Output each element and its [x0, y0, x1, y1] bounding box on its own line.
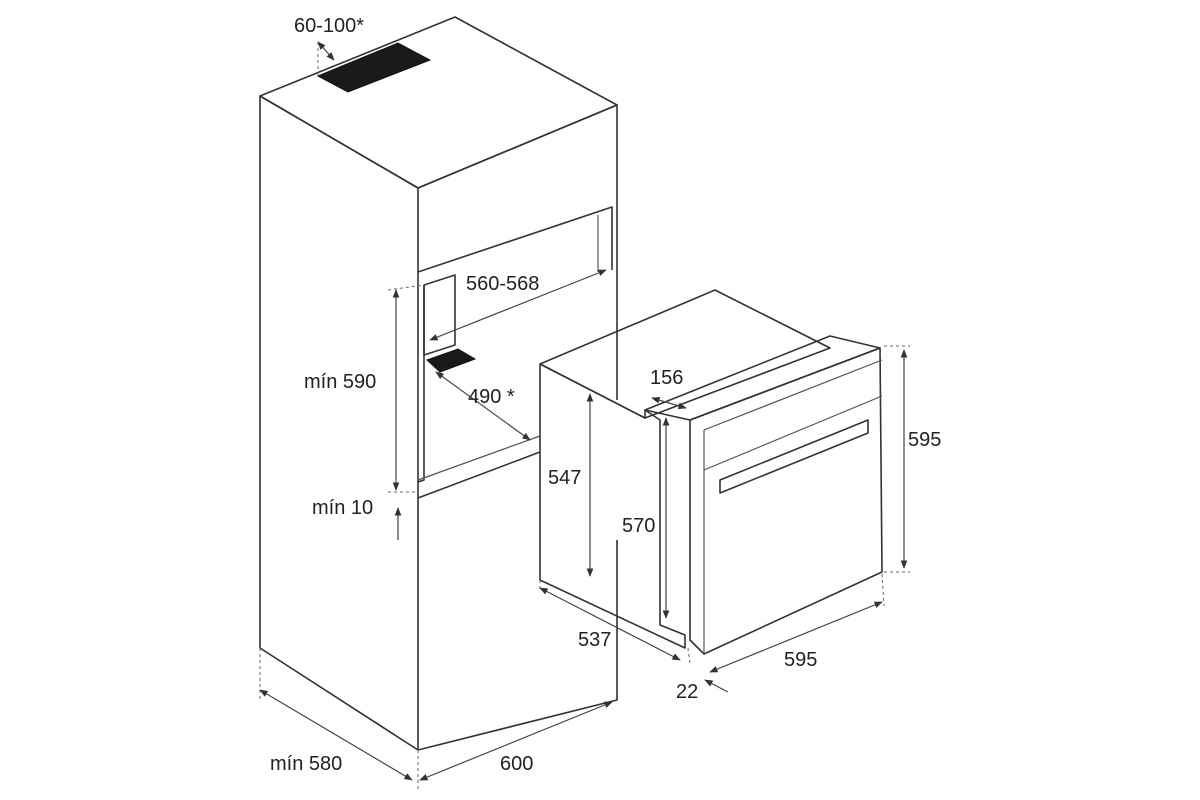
dimension-lines — [259, 41, 910, 790]
label-gap-min: mín 10 — [312, 497, 373, 519]
niche-left-edge — [417, 285, 425, 483]
dimension-labels: 60-100* 560-568 mín 590 490 * mín 10 mín… — [270, 15, 941, 775]
top-vent-slot — [316, 42, 432, 93]
label-oven-depth: 537 — [578, 629, 611, 651]
label-niche-width: 560-568 — [466, 273, 539, 295]
niche-vent-slot — [426, 348, 477, 373]
dim-line-oven-depth — [539, 587, 681, 661]
label-depth-vent: 490 * — [468, 386, 515, 408]
tall-cabinet — [259, 16, 618, 751]
oven — [539, 289, 883, 655]
control-strip-line — [703, 395, 883, 471]
dim-line-vent-gap — [317, 41, 335, 61]
niche-left-upper — [423, 274, 456, 356]
oven-side-face — [539, 363, 686, 649]
dim-line-cabinet-depth — [259, 689, 413, 781]
dim-line-panel-depth — [704, 679, 729, 693]
label-panel-height: 595 — [908, 429, 941, 451]
dim-line-cabinet-width — [419, 701, 613, 781]
niche-top-edge — [417, 206, 613, 273]
label-cabinet-depth: mín 580 — [270, 753, 342, 775]
dim-line-depth-vent — [435, 371, 531, 441]
label-cabinet-width: 600 — [500, 753, 533, 775]
label-panel-width: 595 — [784, 649, 817, 671]
dim-line-front-thickness — [651, 396, 687, 410]
cabinet-side-face — [259, 95, 419, 751]
niche-floor-front — [417, 451, 541, 499]
label-panel-depth: 22 — [676, 681, 698, 703]
label-body-height: 547 — [548, 467, 581, 489]
niche-floor-back — [417, 435, 541, 481]
oven-handle — [719, 419, 869, 494]
label-niche-height: mín 590 — [304, 371, 376, 393]
front-panel-top-edge — [703, 359, 883, 431]
label-vent-gap: 60-100* — [294, 15, 364, 37]
cabinet-front-edge — [417, 104, 618, 400]
front-panel — [689, 347, 883, 655]
cabinet-top-face — [259, 16, 618, 189]
label-front-height: 570 — [622, 515, 655, 537]
dim-line-niche-width — [429, 269, 607, 341]
dim-line-panel-width — [709, 601, 883, 673]
label-front-thickness: 156 — [650, 367, 683, 389]
